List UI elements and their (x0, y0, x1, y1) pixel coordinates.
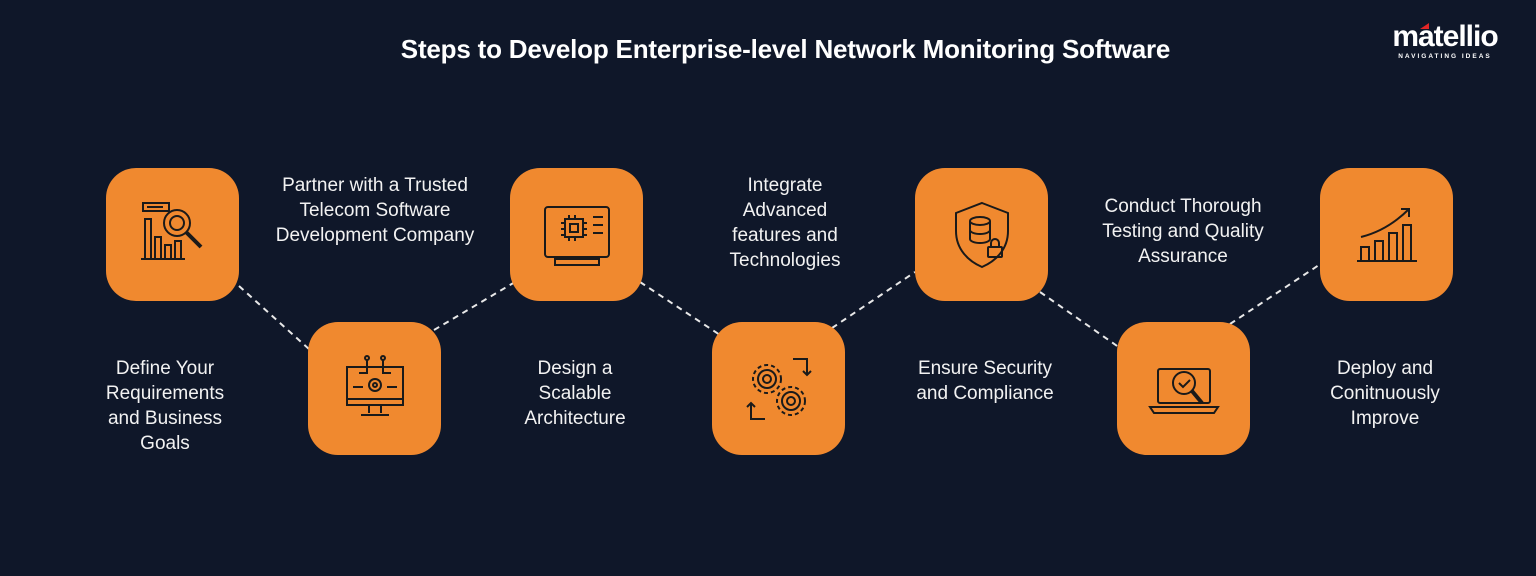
growth-chart-icon (1356, 207, 1417, 262)
step-7-box (1320, 168, 1453, 301)
step-5-label: Ensure Security and Compliance (916, 358, 1054, 404)
analytics-search-icon (140, 201, 202, 260)
step-3-box (510, 168, 643, 301)
logo-wordmark: matellio (1386, 22, 1504, 52)
step-6-box (1117, 322, 1250, 455)
page-title: Steps to Develop Enterprise-level Networ… (400, 34, 1171, 64)
step-4-label: Integrate Advanced features and Technolo… (729, 175, 841, 271)
logo-tagline: NAVIGATING IDEAS (1398, 53, 1492, 60)
step-1-box (106, 168, 239, 301)
gears-sync-icon (745, 357, 812, 420)
matellio-logo: matellio NAVIGATING IDEAS (1386, 22, 1504, 61)
step-6-label: Conduct Thorough Testing and Quality Ass… (1102, 196, 1264, 267)
step-1-label: Define Your Requirements and Business Go… (105, 358, 225, 454)
step-4-box (712, 322, 845, 455)
step-7-label: Deploy and Conitnuously Improve (1330, 358, 1440, 429)
step-2-box (308, 322, 441, 455)
step-5-box (915, 168, 1048, 301)
step-3-label: Design a Scalable Architecture (524, 358, 626, 429)
shield-database-lock-icon (954, 201, 1009, 268)
step-2-label: Partner with a Trusted Telecom Software … (275, 175, 475, 246)
monitor-circuit-gear-icon (345, 354, 404, 416)
blueprint-chip-icon (543, 205, 610, 266)
laptop-check-magnifier-icon (1147, 367, 1220, 414)
